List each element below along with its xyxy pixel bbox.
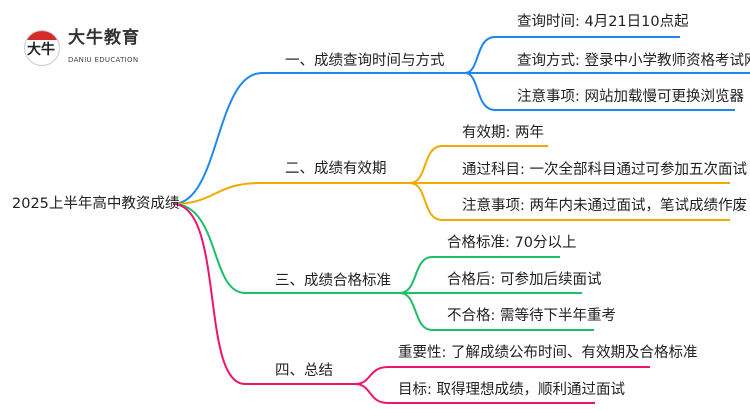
branch-4-label: 四、总结	[275, 363, 333, 379]
branch-2-child-1-connector	[409, 145, 548, 184]
branch-1-child-3-connector	[464, 72, 735, 111]
branch-1-child-2: 查询方式: 登录中小学教师资格考试网	[517, 53, 750, 69]
branch-2-child-1: 有效期: 两年	[462, 125, 544, 141]
branch-3-connector	[172, 203, 400, 294]
logo: 大牛 大牛教育 DANIU EDUCATION	[24, 26, 144, 74]
logo-subtitle: DANIU EDUCATION	[68, 56, 139, 64]
branch-2-label: 二、成绩有效期	[285, 161, 387, 177]
branch-4-child-2: 目标: 取得理想成绩，顺利通过面试	[398, 382, 625, 398]
branch-1-child-1-connector	[464, 36, 680, 74]
branch-4-child-1: 重要性: 了解成绩公布时间、有效期及合格标准	[398, 345, 698, 361]
branch-2-child-3-connector	[409, 182, 730, 221]
branch-4-child-1-connector	[354, 366, 650, 385]
branch-1-child-1: 查询时间: 4月21日10点起	[517, 14, 689, 30]
branch-1-label: 一、成绩查询时间与方式	[285, 53, 445, 69]
branch-3-child-2: 合格后: 可参加后续面试	[447, 272, 602, 288]
branch-3-child-1-connector	[399, 256, 560, 294]
branch-4-child-2-connector	[354, 383, 595, 404]
logo-icon: 大牛	[24, 30, 60, 66]
branch-2-child-3: 注意事项: 两年内未通过面试，笔试成绩作废	[462, 198, 747, 214]
root-node: 2025上半年高中教资成绩	[12, 196, 180, 212]
branch-1-child-3: 注意事项: 网站加载慢可更换浏览器	[517, 89, 744, 105]
branch-3-label: 三、成绩合格标准	[275, 273, 391, 289]
branch-2-child-2: 通过科目: 一次全部科目通过可参加五次面试	[462, 162, 747, 178]
branch-3-child-3: 不合格: 需等待下半年重考	[447, 308, 616, 324]
branch-4-connector	[172, 203, 355, 385]
logo-name: 大牛教育	[68, 28, 140, 48]
branch-3-child-1: 合格标准: 70分以上	[447, 235, 577, 251]
branch-2-connector	[172, 182, 410, 205]
branch-3-child-3-connector	[399, 292, 594, 331]
branch-1-connector	[172, 72, 465, 205]
